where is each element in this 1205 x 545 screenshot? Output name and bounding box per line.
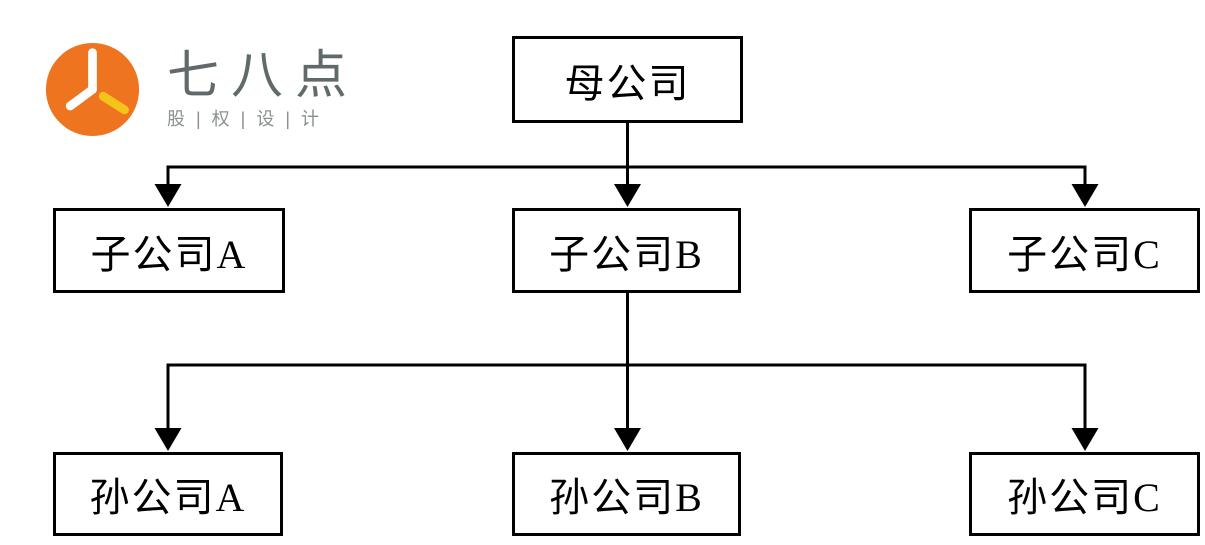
arrowhead-grand-b-icon [614, 428, 641, 451]
arrowhead-grand-a-icon [154, 428, 182, 451]
org-node-grand-c: 孙公司C [969, 452, 1200, 536]
org-node-grand-a: 孙公司A [53, 452, 283, 536]
org-node-sub-c: 子公司C [969, 208, 1200, 293]
arrowhead-grand-c-icon [1071, 428, 1099, 451]
clock-logo-icon [45, 42, 140, 137]
arrowhead-sub-a-icon [154, 184, 182, 207]
org-node-sub-a: 子公司A [53, 208, 285, 293]
org-node-sub-b: 子公司B [512, 208, 741, 293]
brand-text-block: 七八点 股 | 权 | 设 | 计 [167, 41, 359, 128]
org-node-parent: 母公司 [512, 36, 743, 123]
brand-name: 七八点 [167, 47, 360, 105]
org-node-grand-b: 孙公司B [512, 452, 741, 536]
brand-logo: 七八点 股 | 权 | 设 | 计 [44, 41, 359, 138]
brand-tagline: 股 | 权 | 设 | 计 [167, 109, 323, 129]
arrowhead-sub-b-icon [614, 184, 641, 207]
arrowhead-sub-c-icon [1071, 184, 1099, 207]
